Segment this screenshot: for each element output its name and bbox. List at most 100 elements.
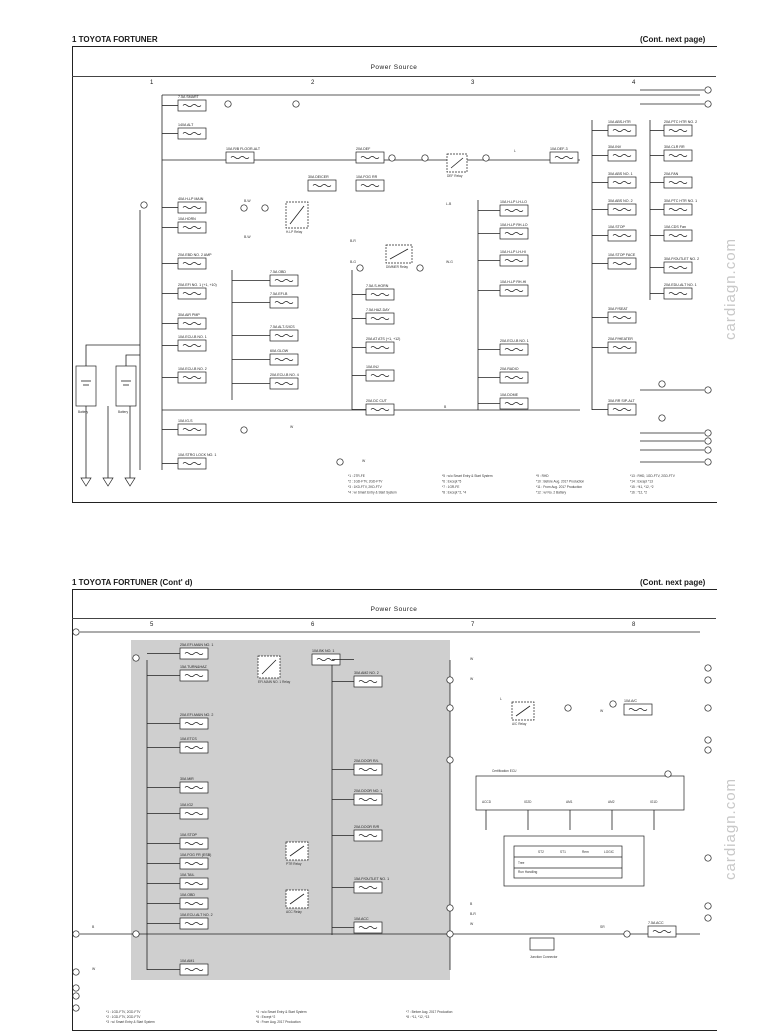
page2-title: 1 TOYOTA FORTUNER (Cont' d): [72, 578, 193, 587]
table-row-label: Tree: [518, 861, 525, 865]
page1-section-title: Power Source: [370, 64, 418, 71]
wire-color-label: W: [290, 425, 294, 429]
fuse-element: [370, 373, 390, 378]
fuse-element: [504, 347, 524, 352]
fuse-label: 7.5A HAZ-DAY: [366, 308, 390, 312]
table-row-label: Run Handling: [518, 870, 538, 874]
terminal-connector: [704, 664, 712, 672]
terminal-connector: [704, 902, 712, 910]
fuse-element: [668, 233, 688, 238]
fuse-element: [370, 292, 390, 297]
footnote: *4 : w/o Smart Entry & Start System: [256, 1010, 307, 1014]
connector: [623, 930, 631, 938]
wire-color-label: W: [362, 459, 366, 463]
connector: [132, 654, 140, 662]
fuse-label: 10A R/B FLOOR-ALT: [226, 147, 261, 151]
relay-label: PTR Relay: [286, 862, 302, 866]
connector: [140, 201, 148, 209]
ecu-label: Certification ECU: [492, 769, 517, 773]
connector: [609, 700, 617, 708]
ecu-terminal: IG2D: [524, 800, 532, 804]
connector: [446, 756, 454, 764]
footnote: *10 : Before Aug. 2017 Production: [536, 480, 584, 484]
fuse-element: [184, 921, 204, 926]
fuse-element: [612, 207, 632, 212]
fuse-element: [612, 233, 632, 238]
fuse-element: [184, 673, 204, 678]
wire-color-label: L-B: [446, 202, 452, 206]
fuse-element: [274, 300, 294, 305]
table-header: LOGIC: [604, 850, 615, 854]
fuse-label: 7.5A ACC: [648, 921, 664, 925]
footnote: *6 : Except *5: [442, 480, 462, 484]
connector: [482, 154, 490, 162]
connector: [356, 264, 364, 272]
fuse-element: [182, 343, 202, 348]
terminal-connector: [704, 746, 712, 754]
fuse-label: 10A HORN: [178, 217, 196, 221]
footnote: *8 : *11, *12, *13: [406, 1015, 430, 1019]
junction-connector-label: Junction Connector: [530, 955, 558, 959]
wire-color-label: L: [500, 697, 502, 701]
fuse-element: [312, 183, 332, 188]
footnote: *13 : RHD, 1GD-FTV, 2GD-FTV: [630, 474, 676, 478]
terminal-connector: [704, 437, 712, 445]
fuse-element: [504, 375, 524, 380]
fuse-element: [274, 357, 294, 362]
fuse-label: 10A STOP: [180, 833, 198, 837]
wire-color-label: L: [514, 149, 516, 153]
fuse-element: [184, 785, 204, 790]
connector: [240, 426, 248, 434]
fuse-element: [504, 288, 524, 293]
fuse-label: 20A DC CUT: [366, 399, 388, 403]
fuse-label: 20A EFI NO. 1 (+1, +10): [178, 283, 217, 287]
fuse-element: [182, 427, 202, 432]
fuse-element: [182, 375, 202, 380]
fuse-element: [184, 811, 204, 816]
relay-label: A/C Relay: [512, 722, 527, 726]
footnote: *8 : Except *2, *4: [442, 491, 466, 495]
fuse-element: [274, 278, 294, 283]
wire-color-label: W: [470, 922, 474, 926]
fuse-label: 30A MIR: [180, 777, 194, 781]
fuse-label: 60A GLOW: [270, 349, 289, 353]
fuse-element: [370, 407, 390, 412]
fuse-label: 30A ABS NO. 2: [608, 199, 633, 203]
wire-color-label: B: [444, 405, 447, 409]
fuse-label: 10A H-LP RH-HI: [500, 280, 526, 284]
relay-label: H-LP Relay: [286, 230, 303, 234]
col-7: 7: [471, 622, 475, 628]
fuse-element: [184, 745, 204, 750]
fuse-label: 10A ECU-ALT NO. 2: [180, 913, 213, 917]
connector: [564, 704, 572, 712]
footnote: *12 : w/ No. 2 Battery: [536, 491, 567, 495]
terminal-connector: [704, 446, 712, 454]
terminal-connector: [704, 676, 712, 684]
fuse-element: [628, 707, 648, 712]
wire-color-label: B-R: [350, 239, 356, 243]
fuse-element: [612, 345, 632, 350]
fuse-element: [358, 679, 378, 684]
page2-section-title: Power Source: [370, 606, 418, 613]
relay-switch: [450, 157, 464, 169]
connector: [446, 676, 454, 684]
col-8: 8: [632, 622, 636, 628]
fuse-label: 10A OBD: [180, 893, 195, 897]
fuse-element: [668, 180, 688, 185]
fuse-element: [668, 265, 688, 270]
col-6: 6: [311, 622, 315, 628]
ecu-terminal: AM1: [566, 800, 573, 804]
connector: [658, 414, 666, 422]
terminal-connector: [704, 100, 712, 108]
wire-color-label: W: [92, 967, 96, 971]
fuse-label: 10A INJ: [366, 365, 379, 369]
fuse-element: [612, 180, 632, 185]
fuse-label: 30A PTC HTR NO. 1: [664, 199, 697, 203]
fuse-label: 10A ABS-HTR: [608, 120, 631, 124]
fuse-label: 20A ECU-B NO. 1: [500, 339, 529, 343]
fuse-element: [316, 657, 336, 662]
fuse-label: 20A EFI-MAIN NO. 2: [180, 713, 213, 717]
certification-ecu-box: [475, 775, 685, 811]
footnote: *5 : Except *2: [256, 1015, 276, 1019]
table-header: ST1: [560, 850, 566, 854]
